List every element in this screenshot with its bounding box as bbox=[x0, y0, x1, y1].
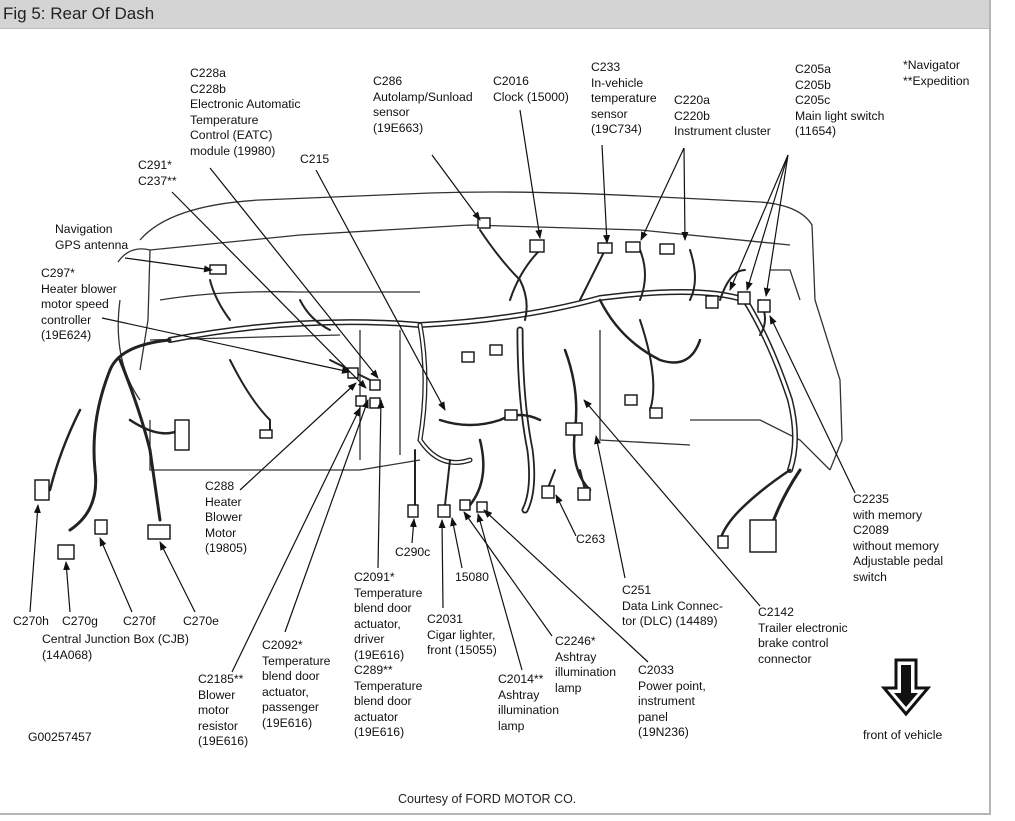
label-c291-c237: C291* C237** bbox=[138, 158, 177, 188]
cigar-lighter-connector bbox=[437, 504, 451, 518]
label-c290c: C290c bbox=[395, 545, 431, 559]
label-c2016-clock: C2016 Clock (15000) bbox=[493, 74, 569, 104]
c263-connector bbox=[541, 485, 555, 499]
label-c228-eatc-module: C228a C228b Electronic Automatic Tempera… bbox=[190, 66, 301, 158]
courtesy-credit: Courtesy of FORD MOTOR CO. bbox=[398, 792, 577, 806]
gps-antenna-connector bbox=[209, 264, 227, 275]
power-point-connector bbox=[577, 487, 591, 501]
note-expedition: **Expedition bbox=[903, 74, 970, 88]
right-connector-b bbox=[624, 394, 638, 406]
center-connector-a bbox=[461, 351, 475, 363]
figure-title: Fig 5: Rear Of Dash bbox=[3, 4, 155, 23]
label-c220-instrument-cluster: C220a C220b Instrument cluster bbox=[674, 93, 771, 138]
center-connector-c bbox=[504, 409, 518, 421]
label-c270f: C270f bbox=[123, 614, 156, 628]
main-light-switch-connector-a bbox=[705, 295, 719, 309]
title-bar: Fig 5: Rear Of Dash bbox=[0, 0, 990, 29]
pedal-switch-connector bbox=[749, 519, 777, 553]
main-light-switch-connector-c bbox=[757, 299, 771, 313]
label-c270e: C270e bbox=[183, 614, 219, 628]
label-c2033-power-point: C2033 Power point, instrument panel (19N… bbox=[638, 663, 706, 739]
autolamp-sensor-connector bbox=[477, 217, 491, 229]
label-15080: 15080 bbox=[455, 570, 489, 584]
label-c2092-blend-door-passenger: C2092* Temperature blend door actuator, … bbox=[262, 638, 331, 730]
cjb-connector-block bbox=[174, 419, 190, 451]
cjb-connector-e bbox=[147, 524, 171, 540]
cjb-connector-f bbox=[94, 519, 108, 535]
in-vehicle-temp-sensor-connector bbox=[597, 242, 613, 254]
leader-lines bbox=[29, 109, 856, 673]
label-front-of-vehicle: front of vehicle bbox=[863, 728, 943, 742]
main-light-switch-connector-b bbox=[737, 291, 751, 305]
label-c251-data-link-connector: C251 Data Link Connec- tor (DLC) (14489) bbox=[622, 583, 723, 628]
blend-door-connector-a bbox=[369, 379, 381, 391]
label-c215: C215 bbox=[300, 152, 330, 166]
label-c205-main-light-switch: C205a C205b C205c Main light switch (116… bbox=[795, 62, 885, 138]
label-c2091-c289-blend-door-actuator: C2091* Temperature blend door actuator, … bbox=[354, 570, 423, 739]
label-c2246-ashtray-lamp: C2246* Ashtray illumination lamp bbox=[555, 634, 616, 695]
figure-id: G00257457 bbox=[28, 730, 92, 744]
ashtray-lamp-connector-b bbox=[476, 501, 488, 513]
cjb-connector-g bbox=[57, 544, 75, 560]
front-of-vehicle-arrow-icon bbox=[880, 658, 932, 717]
label-c263: C263 bbox=[576, 532, 606, 546]
label-c2185-blower-motor-resistor: C2185** Blower motor resistor (19E616) bbox=[198, 672, 249, 748]
main-wiring-harness bbox=[48, 229, 802, 542]
label-c2031-cigar-lighter: C2031 Cigar lighter, front (15055) bbox=[427, 612, 497, 657]
connector-blocks bbox=[34, 217, 777, 560]
blower-motor-connector bbox=[347, 367, 359, 379]
blend-door-connector-c bbox=[369, 397, 381, 409]
label-c2014-ashtray-lamp: C2014** Ashtray illumination lamp bbox=[498, 672, 559, 733]
ashtray-lamp-connector-a bbox=[459, 499, 471, 511]
dlc-connector bbox=[565, 422, 583, 436]
label-c233-temp-sensor: C233 In-vehicle temperature sensor (19C7… bbox=[591, 60, 657, 136]
clock-connector bbox=[529, 239, 545, 253]
label-central-junction-box: Central Junction Box (CJB) (14A068) bbox=[42, 632, 189, 662]
label-c288-heater-blower-motor: C288 Heater Blower Motor (19805) bbox=[205, 479, 248, 555]
label-c2142-trailer-brake-connector: C2142 Trailer electronic brake control c… bbox=[758, 605, 848, 666]
note-navigator: *Navigator bbox=[903, 58, 960, 72]
center-connector-b bbox=[489, 344, 503, 356]
instrument-cluster-connector-a bbox=[625, 241, 641, 253]
frame-border-right bbox=[989, 0, 991, 815]
right-connector-a bbox=[649, 407, 663, 419]
trailer-brake-connector bbox=[717, 535, 729, 549]
label-c270h: C270h bbox=[13, 614, 49, 628]
small-connector-left bbox=[259, 429, 273, 439]
c290c-connector bbox=[407, 504, 419, 518]
cjb-connector-h bbox=[34, 479, 50, 501]
instrument-cluster-connector-b bbox=[659, 243, 675, 255]
label-c297-blower-speed-controller: C297* Heater blower motor speed controll… bbox=[41, 266, 117, 342]
label-c2235-c2089-pedal-switch: C2235 with memory C2089 without memory A… bbox=[853, 492, 944, 584]
label-navigation-gps-antenna: Navigation GPS antenna bbox=[55, 222, 129, 252]
frame-border-bottom bbox=[0, 813, 991, 815]
label-c286-autolamp-sensor: C286 Autolamp/Sunload sensor (19E663) bbox=[373, 74, 473, 135]
label-c270g: C270g bbox=[62, 614, 98, 628]
blend-door-connector-b bbox=[355, 395, 367, 407]
